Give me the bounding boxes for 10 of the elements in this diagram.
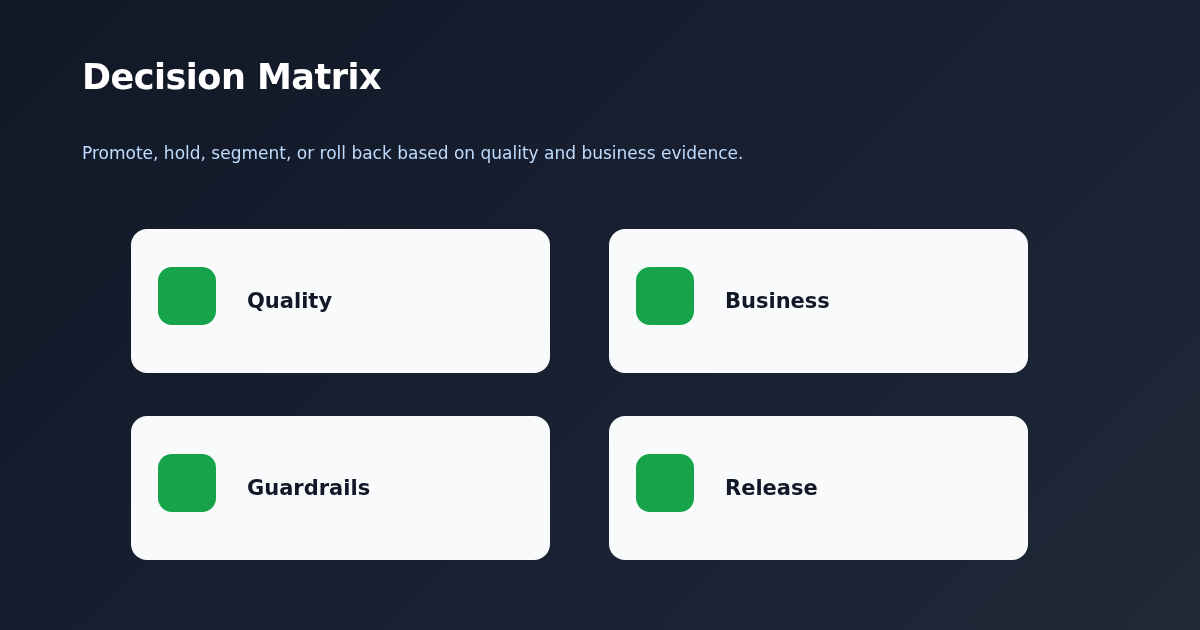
card-heading: Release <box>725 475 818 502</box>
card-heading: Business <box>725 288 830 315</box>
category-card <box>131 229 550 373</box>
category-card <box>131 416 550 560</box>
subtitle-text: Promote, hold, segment, or roll back based on quality and business evidence. <box>82 142 744 165</box>
category-card <box>609 416 1028 560</box>
page-title: Decision Matrix <box>82 56 382 98</box>
card-heading: Guardrails <box>247 475 371 502</box>
category-card <box>609 229 1028 373</box>
card-heading: Quality <box>247 288 333 315</box>
